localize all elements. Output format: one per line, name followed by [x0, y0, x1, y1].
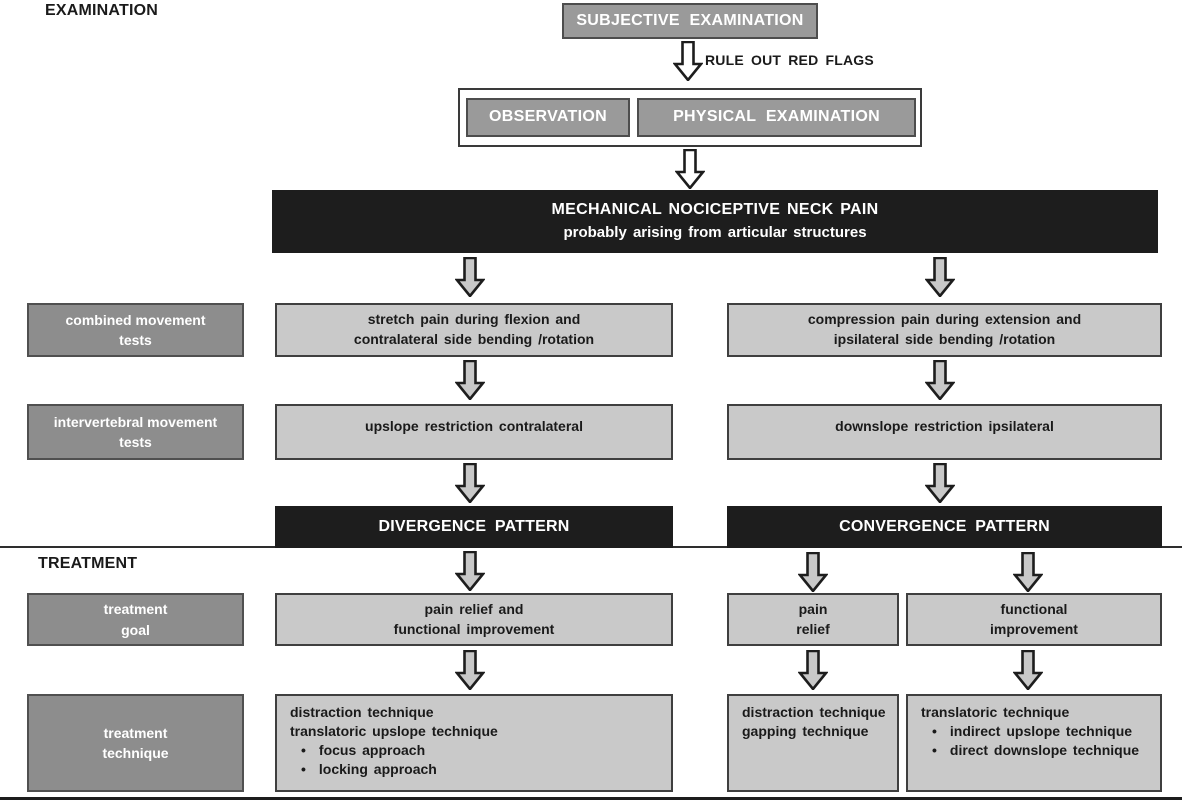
goal-line: functional improvement	[393, 620, 555, 637]
down-arrow-icon	[455, 360, 485, 400]
diagnosis-subtitle: probably arising from articular structur…	[563, 224, 867, 242]
label-line: treatment	[103, 724, 168, 741]
finding-line: contralateral side bending /rotation	[353, 331, 595, 347]
label-line: tests	[119, 434, 152, 450]
label-line: intervertebral movement	[53, 413, 218, 430]
technique-bullet-item: locking approach	[290, 760, 437, 779]
subjective-examination-label: SUBJECTIVE EXAMINATION	[576, 11, 804, 29]
down-arrow-icon	[455, 257, 485, 297]
goal-line: improvement	[990, 620, 1078, 637]
divergence-goal-box: pain relief and functional improvement	[275, 593, 673, 646]
diagnosis-title: MECHANICAL NOCICEPTIVE NECK PAIN	[551, 201, 879, 219]
technique-bullet-item: indirect upslope technique	[921, 722, 1132, 741]
down-arrow-icon	[455, 650, 485, 690]
down-arrow-icon	[675, 149, 705, 189]
intervertebral-movement-tests-label-box: intervertebral movement tests	[27, 404, 244, 460]
finding-line: stretch pain during flexion and	[367, 311, 581, 328]
label-line: combined movement	[65, 311, 206, 328]
goal-line: relief	[796, 620, 830, 637]
physical-examination-label: PHYSICAL EXAMINATION	[673, 108, 880, 126]
bottom-border-line	[0, 797, 1182, 800]
technique-line: distraction technique	[742, 704, 886, 720]
down-arrow-icon	[925, 463, 955, 503]
divergence-combined-finding-box: stretch pain during flexion and contrala…	[275, 303, 673, 357]
label-line: tests	[119, 332, 152, 348]
convergence-technique-pain-relief-box: distraction technique gapping technique	[727, 694, 899, 792]
down-arrow-icon	[455, 463, 485, 503]
pattern-label: DIVERGENCE PATTERN	[378, 517, 570, 535]
technique-line: translatoric upslope technique	[290, 723, 498, 739]
label-line: technique	[102, 745, 169, 761]
down-arrow-icon	[455, 551, 485, 591]
down-arrow-icon	[798, 552, 828, 592]
finding-line: compression pain during extension and	[807, 311, 1082, 328]
divergence-intervertebral-finding-box: upslope restriction contralateral	[275, 404, 673, 460]
technique-bullet-label: indirect upslope technique	[949, 723, 1133, 739]
label-line: treatment	[103, 601, 168, 618]
examination-section-title: EXAMINATION	[45, 2, 159, 19]
divergence-technique-box: distraction technique translatoric upslo…	[275, 694, 673, 792]
technique-bullet-item: direct downslope technique	[921, 741, 1139, 760]
convergence-intervertebral-finding-box: downslope restriction ipsilateral	[727, 404, 1162, 460]
divergence-pattern-banner: DIVERGENCE PATTERN	[275, 506, 673, 548]
down-arrow-icon	[1013, 552, 1043, 592]
treatment-technique-label-box: treatment technique	[27, 694, 244, 792]
technique-bullet-label: locking approach	[318, 761, 437, 777]
convergence-pattern-banner: CONVERGENCE PATTERN	[727, 506, 1162, 548]
observation-label: OBSERVATION	[489, 108, 607, 126]
finding-line: ipsilateral side bending /rotation	[833, 331, 1056, 347]
pattern-label: CONVERGENCE PATTERN	[839, 517, 1050, 535]
down-arrow-icon	[1013, 650, 1043, 690]
technique-bullet-label: focus approach	[318, 742, 426, 758]
treatment-section-title: TREATMENT	[38, 555, 138, 572]
convergence-goal-pain-relief-box: pain relief	[727, 593, 899, 646]
down-arrow-icon	[925, 257, 955, 297]
finding-line: downslope restriction ipsilateral	[835, 418, 1054, 434]
down-arrow-icon	[798, 650, 828, 690]
diagnosis-banner: MECHANICAL NOCICEPTIVE NECK PAIN probabl…	[272, 190, 1158, 253]
down-arrow-icon	[673, 41, 703, 81]
convergence-technique-functional-box: translatoric technique indirect upslope …	[906, 694, 1162, 792]
observation-box: OBSERVATION	[466, 98, 630, 137]
subjective-examination-box: SUBJECTIVE EXAMINATION	[562, 3, 818, 39]
technique-line: translatoric technique	[921, 704, 1070, 720]
convergence-combined-finding-box: compression pain during extension and ip…	[727, 303, 1162, 357]
treatment-goal-label-box: treatment goal	[27, 593, 244, 646]
technique-bullet-item: focus approach	[290, 741, 425, 760]
goal-line: pain relief and	[424, 600, 524, 617]
examination-container-box: OBSERVATION PHYSICAL EXAMINATION	[458, 88, 922, 147]
finding-line: upslope restriction contralateral	[365, 418, 583, 434]
technique-bullet-label: direct downslope technique	[949, 742, 1140, 758]
goal-line: functional	[1000, 600, 1068, 617]
rule-out-red-flags-label: RULE OUT RED FLAGS	[705, 52, 874, 68]
physical-examination-box: PHYSICAL EXAMINATION	[637, 98, 916, 137]
label-line: goal	[121, 621, 150, 638]
goal-line: pain	[798, 600, 828, 617]
down-arrow-icon	[925, 360, 955, 400]
convergence-goal-functional-box: functional improvement	[906, 593, 1162, 646]
combined-movement-tests-label-box: combined movement tests	[27, 303, 244, 357]
technique-line: gapping technique	[742, 723, 869, 739]
technique-line: distraction technique	[290, 704, 434, 720]
